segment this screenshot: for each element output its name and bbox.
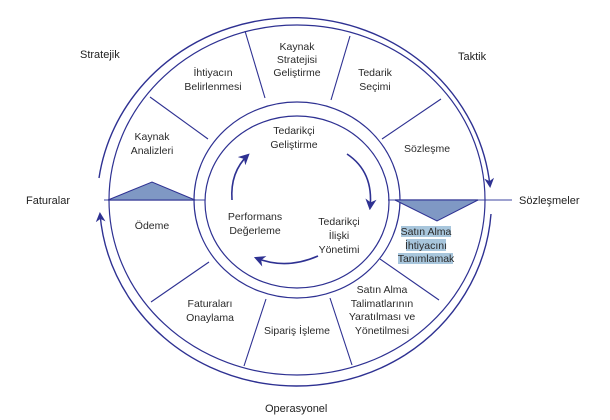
label-faturalar: Faturalar bbox=[26, 195, 70, 207]
inner-label-line: Performans bbox=[228, 211, 282, 223]
segment-label-line: Satın Alma bbox=[401, 226, 452, 238]
segment-label-line: Kaynak bbox=[279, 41, 315, 53]
segment-label-line: Sözleşme bbox=[404, 143, 450, 155]
segment-dividers bbox=[149, 30, 442, 367]
cycle-arrow-bottom bbox=[253, 255, 319, 267]
divider bbox=[379, 258, 440, 301]
contracts-triangle bbox=[394, 199, 479, 222]
segment-satin-alma-ihtiyaci: Satın Alma İhtiyacını Tanımlamak bbox=[398, 226, 455, 265]
cycle-arrow-left bbox=[231, 153, 250, 201]
inner-tedarikci-iliski: Tedarikçi İlişki Yönetimi bbox=[318, 216, 359, 256]
segment-label-line: Stratejisi bbox=[277, 54, 317, 66]
segment-label-line: Ödeme bbox=[135, 220, 170, 232]
segment-label-line: Seçimi bbox=[359, 81, 391, 93]
segment-label-line: Tedarik bbox=[358, 67, 393, 79]
divider bbox=[244, 30, 266, 99]
divider bbox=[330, 35, 351, 101]
inner-label-line: Yönetimi bbox=[319, 244, 360, 256]
segment-label-line: Onaylama bbox=[186, 312, 234, 324]
inner-label-line: Tedarikçi bbox=[273, 125, 314, 137]
segment-satin-alma-talimatlari: Satın Alma Talimatlarının Yaratılması ve… bbox=[349, 284, 415, 337]
segment-siparis-isleme: Sipariş İşleme bbox=[264, 324, 330, 337]
segment-label-line: Analizleri bbox=[131, 145, 174, 157]
outer-arrow-arc-bottom-right bbox=[404, 213, 492, 356]
segment-kaynak-analizleri: Kaynak Analizleri bbox=[131, 131, 174, 157]
segment-label-line: İhtiyacını bbox=[405, 239, 447, 252]
invoices-triangle bbox=[107, 181, 196, 201]
outer-arrow-arc-bottom-left bbox=[95, 212, 406, 387]
segment-label-line: Belirlenmesi bbox=[184, 81, 241, 93]
inner-label-line: Tedarikçi bbox=[318, 216, 359, 228]
segment-label-line: Kaynak bbox=[134, 131, 170, 143]
divider bbox=[243, 298, 267, 367]
segment-label-line: Tanımlamak bbox=[398, 253, 455, 265]
label-operasyonel: Operasyonel bbox=[265, 403, 327, 415]
outer-arrow-arc-top bbox=[98, 16, 495, 188]
selection-highlight bbox=[398, 226, 453, 264]
segment-label-line: Geliştirme bbox=[273, 67, 320, 79]
label-stratejik: Stratejik bbox=[80, 49, 120, 61]
divider bbox=[150, 261, 210, 303]
divider bbox=[381, 98, 442, 140]
inner-circle bbox=[204, 115, 390, 289]
label-taktik: Taktik bbox=[458, 51, 487, 63]
inner-label-line: İlişki bbox=[329, 229, 349, 242]
segment-label-line: Faturaları bbox=[188, 298, 233, 310]
inner-tedarikci-gelistirme: Tedarikçi Geliştirme bbox=[270, 125, 317, 151]
segment-label-line: Yaratılması ve bbox=[349, 311, 415, 323]
segment-kaynak-stratejisi: Kaynak Stratejisi Geliştirme bbox=[273, 41, 320, 79]
segment-label-line: İhtiyacın bbox=[193, 66, 232, 79]
inner-label-line: Geliştirme bbox=[270, 139, 317, 151]
label-sozlesmeler: Sözleşmeler bbox=[519, 195, 580, 207]
segment-label-line: Satın Alma bbox=[357, 284, 408, 296]
segment-tedarik-secimi: Tedarik Seçimi bbox=[358, 67, 393, 93]
segment-label-line: Sipariş İşleme bbox=[264, 324, 330, 337]
divider bbox=[329, 297, 353, 366]
inner-performans: Performans Değerleme bbox=[228, 211, 282, 237]
segment-label-line: Yönetilmesi bbox=[355, 325, 409, 337]
segment-sozlesme: Sözleşme bbox=[404, 143, 450, 155]
segment-odeme: Ödeme bbox=[135, 220, 170, 232]
segment-ihtiyacin-belirlenmesi: İhtiyacın Belirlenmesi bbox=[184, 66, 241, 93]
segment-faturalari-onaylama: Faturaları Onaylama bbox=[186, 298, 234, 324]
inner-label-line: Değerleme bbox=[229, 225, 281, 237]
cycle-arrow-right bbox=[346, 153, 377, 211]
divider bbox=[149, 96, 209, 140]
segment-label-line: Talimatlarının bbox=[351, 298, 414, 310]
